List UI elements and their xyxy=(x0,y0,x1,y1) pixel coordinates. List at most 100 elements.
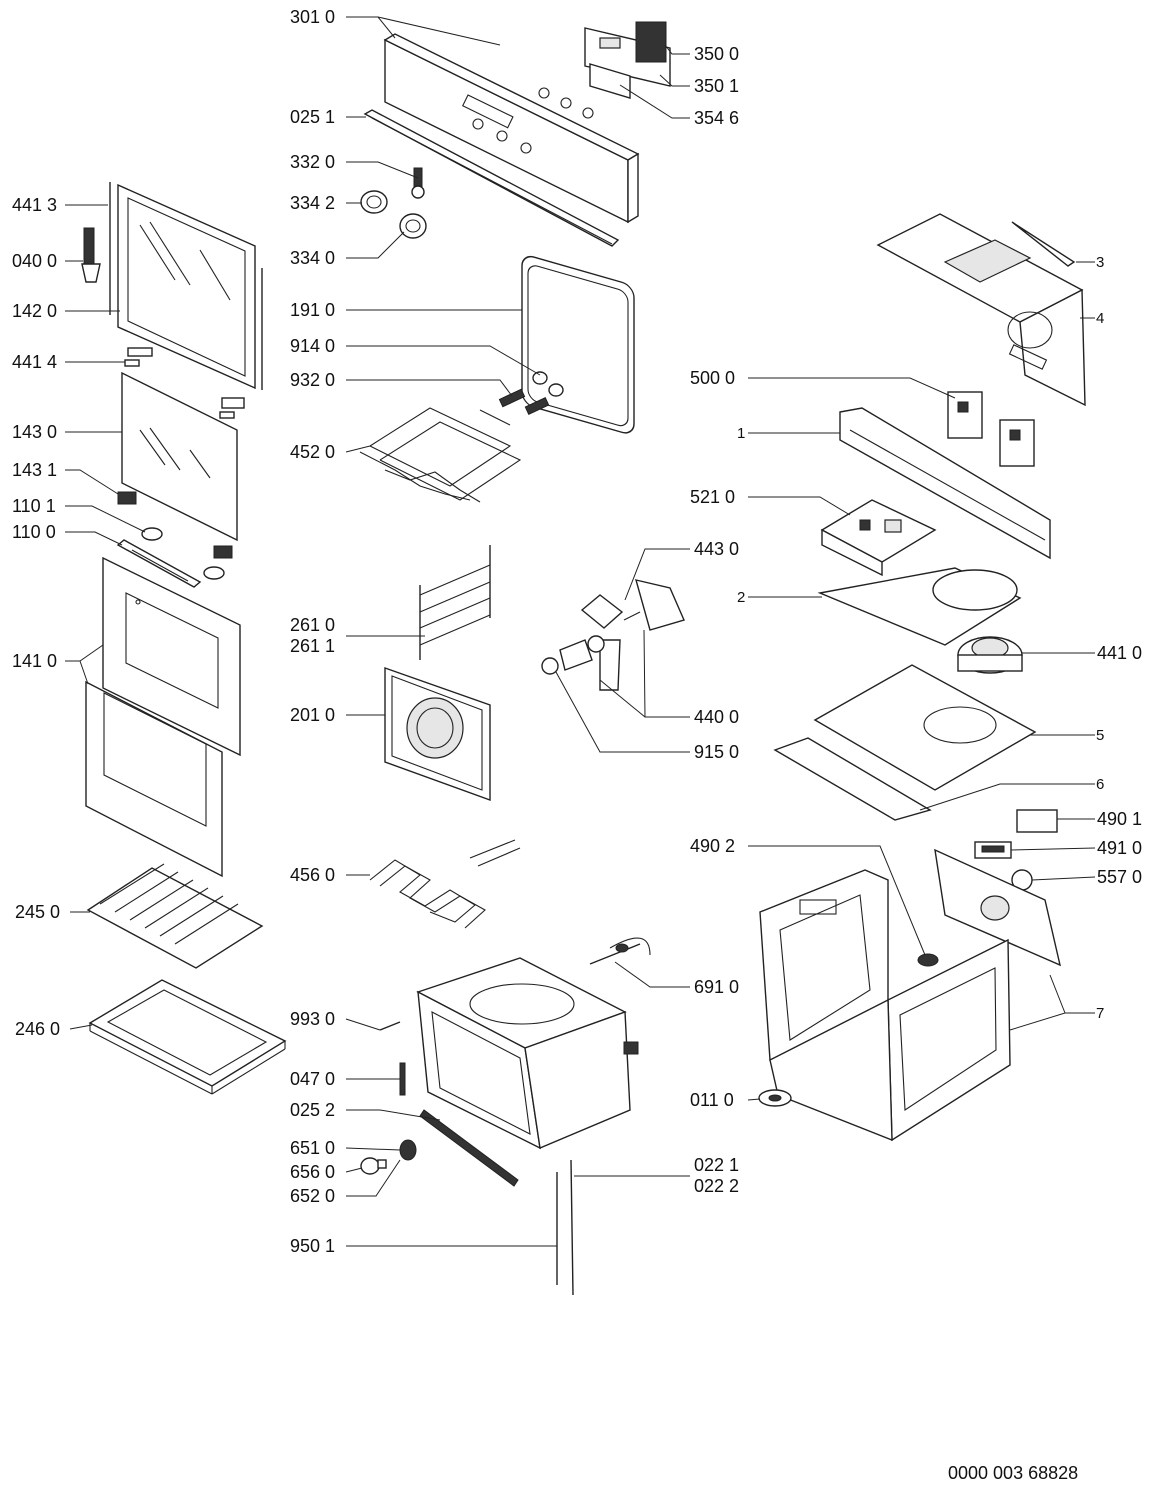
callout-334-0: 334 0 xyxy=(290,248,336,268)
oven-cavity xyxy=(416,957,639,1150)
panel-bracket-025-1 xyxy=(363,109,620,247)
callout-022-1: 022 1 xyxy=(694,1155,740,1175)
callout-022-2: 022 2 xyxy=(694,1176,740,1196)
handle-110-0 xyxy=(116,539,202,588)
shelf-runner-261-0 xyxy=(419,545,491,660)
callout-301-0: 301 0 xyxy=(290,7,336,27)
callout-3: 3 xyxy=(1096,254,1105,271)
lower-element-456-0 xyxy=(369,839,521,929)
callout-354-6: 354 6 xyxy=(694,108,740,128)
fan-cover-201-0 xyxy=(384,667,491,801)
callout-047-0: 047 0 xyxy=(290,1069,336,1089)
knob-656-0 xyxy=(360,1157,387,1175)
callout-491-0: 491 0 xyxy=(1097,838,1143,858)
callout-143-0: 143 0 xyxy=(12,422,58,442)
callout-950-1: 950 1 xyxy=(290,1236,336,1256)
callout-245-0: 245 0 xyxy=(15,902,61,922)
callout-261-0: 261 0 xyxy=(290,615,336,635)
callout-452-0: 452 0 xyxy=(290,442,336,462)
bracket-143-1 xyxy=(117,491,233,559)
callout-441-4: 441 4 xyxy=(12,352,58,372)
callout-110-0: 110 0 xyxy=(12,522,56,542)
control-panel-301-0 xyxy=(383,33,640,224)
callout-110-1: 110 1 xyxy=(12,496,56,516)
grommets-914-0 xyxy=(532,371,564,397)
callout-246-0: 246 0 xyxy=(15,1019,61,1039)
display-window-354-6 xyxy=(589,63,631,99)
front-frame-1 xyxy=(839,407,1051,560)
callout-350-1: 350 1 xyxy=(694,76,740,96)
callout-334-2: 334 2 xyxy=(290,193,336,213)
control-module-521-0 xyxy=(820,499,937,577)
screw-993-0 xyxy=(379,1021,401,1031)
callout-557-0: 557 0 xyxy=(1097,867,1143,887)
callout-040-0: 040 0 xyxy=(12,251,58,271)
knob-334-2 xyxy=(360,190,388,214)
callout-993-0: 993 0 xyxy=(290,1009,336,1029)
front-strip-6 xyxy=(773,737,932,821)
callout-456-0: 456 0 xyxy=(290,865,336,885)
grill-element-452-0 xyxy=(359,407,522,503)
callout-332-0: 332 0 xyxy=(290,152,336,172)
callout-656-0: 656 0 xyxy=(290,1162,336,1182)
relay-block-500-0 xyxy=(947,391,1035,467)
callout-201-0: 201 0 xyxy=(290,705,336,725)
callout-350-0: 350 0 xyxy=(694,44,740,64)
wire-rack-245-0 xyxy=(86,863,264,969)
callout-441-3: 441 3 xyxy=(12,195,58,215)
knob-switch-332-0 xyxy=(411,167,425,199)
gear-651-0 xyxy=(399,1139,417,1161)
knob-334-0 xyxy=(399,213,427,239)
callout-141-0: 141 0 xyxy=(12,651,58,671)
top-plate-3-4 xyxy=(876,213,1086,407)
callout-441-0: 441 0 xyxy=(1097,643,1143,663)
callout-7: 7 xyxy=(1096,1005,1105,1022)
callout-651-0: 651 0 xyxy=(290,1138,336,1158)
callout-191-0: 191 0 xyxy=(290,300,336,320)
frame-950-1 xyxy=(556,1159,574,1296)
callout-500-0: 500 0 xyxy=(690,368,736,388)
callout-440-0: 440 0 xyxy=(694,707,740,727)
control-board-350-0 xyxy=(584,21,671,87)
callout-932-0: 932 0 xyxy=(290,370,336,390)
callout-025-1: 025 1 xyxy=(290,107,336,127)
hinge-040-0 xyxy=(81,227,101,283)
clip-441-4 xyxy=(124,347,245,419)
bracket-025-2 xyxy=(419,1109,519,1187)
callout-1: 1 xyxy=(737,425,746,442)
document-number: 0000 003 68828 xyxy=(948,1463,1079,1483)
callout-443-0: 443 0 xyxy=(694,539,740,559)
glass-143-0 xyxy=(121,371,238,542)
callout-652-0: 652 0 xyxy=(290,1186,336,1206)
rear-panel xyxy=(934,848,1061,967)
callout-4: 4 xyxy=(1096,310,1105,327)
cooling-fan-441-0 xyxy=(957,636,1023,674)
callout-521-0: 521 0 xyxy=(690,487,736,507)
callout-915-0: 915 0 xyxy=(694,742,740,762)
callout-025-2: 025 2 xyxy=(290,1100,336,1120)
callout-5: 5 xyxy=(1096,727,1105,744)
fan-443-0 xyxy=(559,579,685,691)
callout-914-0: 914 0 xyxy=(290,336,336,356)
door-frame-142-0 xyxy=(109,182,263,390)
outer-door-141-0 xyxy=(85,556,241,878)
callout-6: 6 xyxy=(1096,776,1105,793)
leader-lines xyxy=(65,16,1096,1247)
callout-011-0: 011 0 xyxy=(690,1090,734,1110)
support-110-1 xyxy=(141,527,225,580)
springs-932-0 xyxy=(498,388,550,415)
callout-490-2: 490 2 xyxy=(690,836,736,856)
sensor-691-0 xyxy=(589,937,651,965)
callout-143-1: 143 1 xyxy=(12,460,58,480)
fan-duct-2 xyxy=(817,567,1022,646)
callout-142-0: 142 0 xyxy=(12,301,58,321)
rail-047-0 xyxy=(399,1062,406,1096)
callout-691-0: 691 0 xyxy=(694,977,740,997)
top-cover-5 xyxy=(813,664,1037,791)
callout-2: 2 xyxy=(737,589,746,606)
relay-490-1 xyxy=(1016,809,1058,833)
fan-nut-915-0 xyxy=(541,657,559,675)
baking-tray-246-0 xyxy=(88,979,287,1095)
callout-490-1: 490 1 xyxy=(1097,809,1143,829)
